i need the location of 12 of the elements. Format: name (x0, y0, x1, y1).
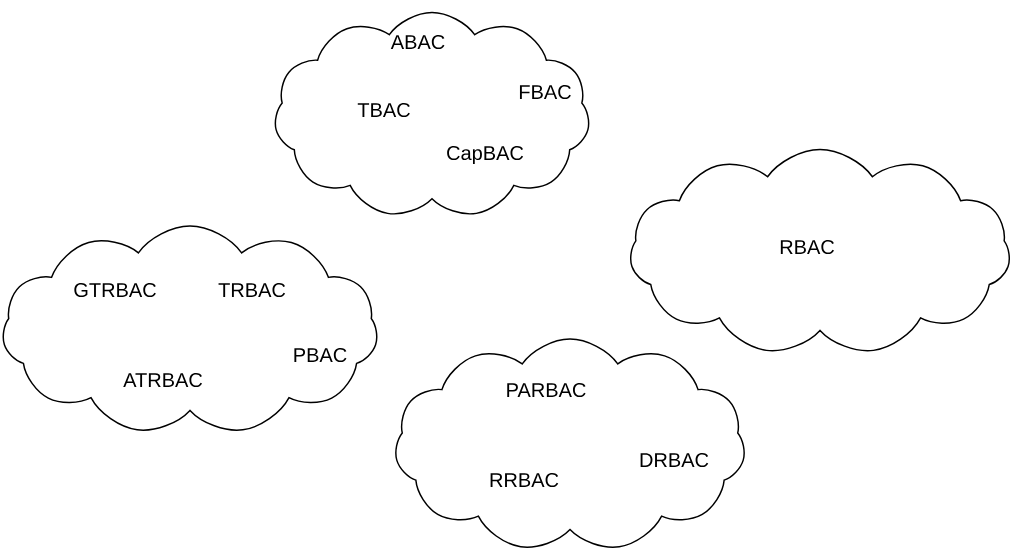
cloud-label: PBAC (294, 347, 347, 363)
cloud-label: GTRBAC (74, 282, 156, 298)
cloud-label: ABAC (390, 34, 445, 50)
cloud-label: PARBAC (507, 382, 586, 398)
cloud-label: TBAC (357, 102, 410, 118)
cloud-label: CapBAC (447, 145, 524, 165)
cloud-label: TRBAC (218, 282, 286, 298)
cloud-label: ATRBAC (123, 372, 203, 388)
cloud-label: RBAC (780, 239, 834, 255)
cloud-label: RRBAC (490, 472, 559, 488)
cloud-label: DRBAC (640, 452, 709, 468)
cloud-label: FBAC (519, 84, 571, 100)
